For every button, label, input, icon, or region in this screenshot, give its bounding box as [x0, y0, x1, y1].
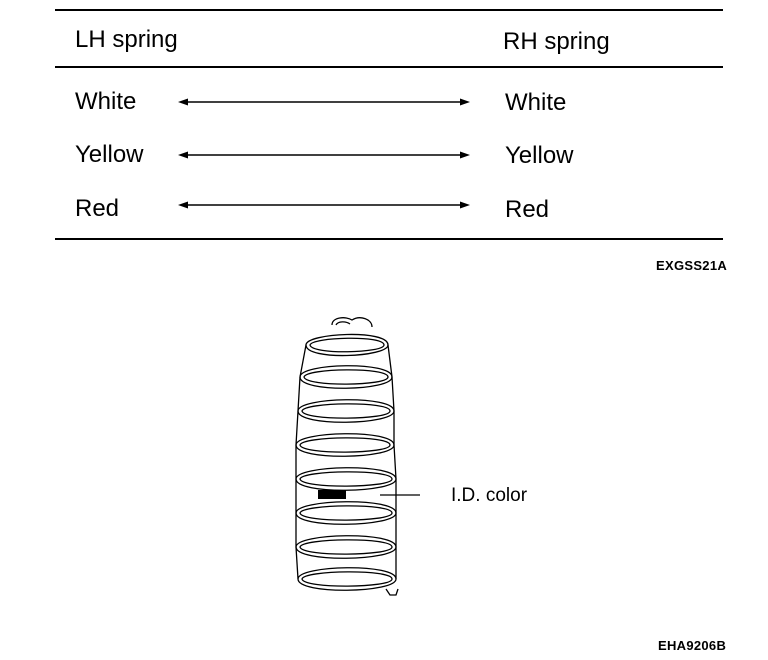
row-1-arrow: [178, 98, 470, 106]
spring-figure-code: EHA9206B: [658, 638, 727, 653]
id-color-mark: [318, 490, 346, 499]
row-1-right: White: [505, 89, 567, 116]
header-lh-spring: LH spring: [75, 26, 178, 53]
row-3-left: Red: [75, 195, 120, 222]
row-1-left: White: [75, 88, 137, 115]
row-2-left: Yellow: [75, 141, 144, 168]
id-color-label: I.D. color: [451, 485, 528, 506]
table-figure-code: EXGSS21A: [656, 258, 728, 273]
row-2-arrow: [178, 151, 470, 159]
coil-spring-illustration: [295, 317, 420, 596]
table-top-rule: [55, 9, 723, 11]
row-2-right: Yellow: [505, 142, 574, 169]
table-header-rule: [55, 66, 723, 68]
spring-coils: [295, 333, 397, 591]
row-3-right: Red: [505, 196, 550, 223]
table-bottom-rule: [55, 238, 723, 240]
row-3-arrow: [178, 201, 470, 209]
header-rh-spring: RH spring: [503, 28, 610, 55]
